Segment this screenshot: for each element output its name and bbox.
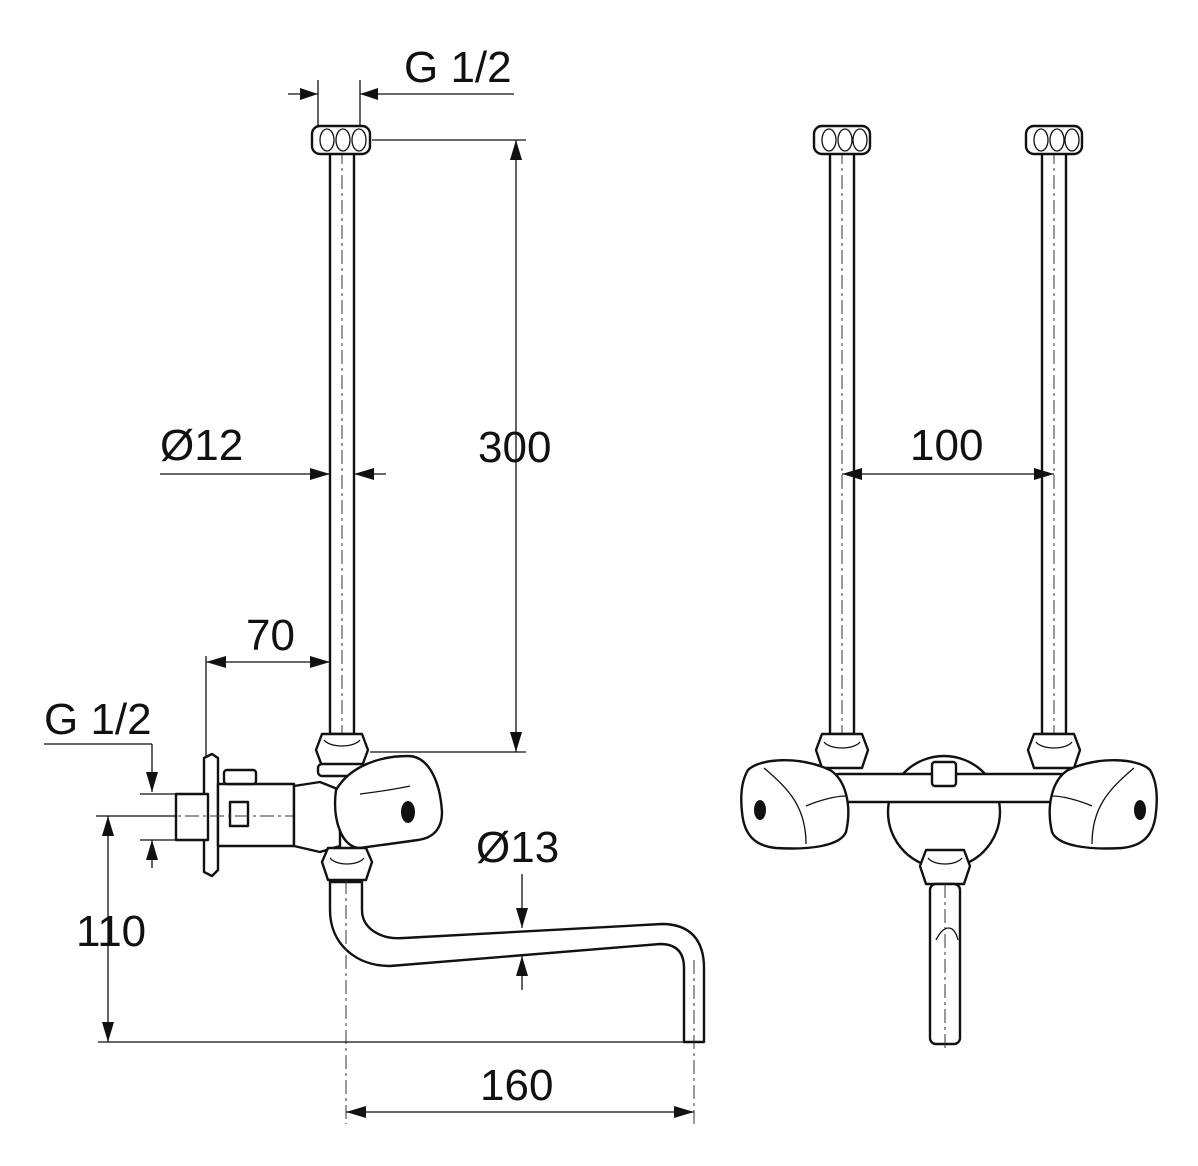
dim-spout-reach: 160 <box>346 1061 694 1118</box>
valve-body <box>292 780 342 854</box>
top-nut <box>310 124 372 156</box>
dim-tube-spacing: 100 <box>842 421 1054 480</box>
front-right-tube <box>1024 124 1084 770</box>
wall-flange <box>202 752 220 878</box>
dim-spout-diameter: Ø13 <box>476 823 559 990</box>
handle-indicator-dot <box>401 801 415 823</box>
front-body <box>832 760 1068 804</box>
dim-top-thread-label: G 1/2 <box>404 43 512 92</box>
front-left-tube <box>812 124 872 770</box>
dim-spout-height-label: 110 <box>76 907 146 956</box>
dim-tube-height-label: 300 <box>478 423 551 472</box>
dim-tube-diameter-label: Ø12 <box>160 421 243 470</box>
front-left-handle-dot <box>754 800 766 820</box>
dim-tube-height: 300 <box>370 139 551 753</box>
dim-wall-offset: 70 <box>205 611 330 756</box>
dim-spout-reach-label: 160 <box>480 1061 553 1110</box>
dim-tube-spacing-label: 100 <box>910 421 983 470</box>
side-view: G 1/2 300 Ø12 70 <box>44 43 706 1124</box>
front-view: 100 <box>740 124 1158 1050</box>
dim-spout-diameter-label: Ø13 <box>476 823 559 872</box>
lower-union-nut <box>320 846 374 882</box>
dim-tube-diameter: Ø12 <box>160 421 386 480</box>
dim-wall-offset-label: 70 <box>246 611 295 660</box>
supply-tube <box>328 150 356 740</box>
handle <box>333 754 444 850</box>
front-left-handle <box>740 759 850 850</box>
front-spout <box>918 848 972 1050</box>
front-right-handle <box>1048 759 1158 850</box>
dim-top-thread: G 1/2 <box>288 43 514 126</box>
front-right-handle-dot <box>1134 800 1146 820</box>
dim-inlet-thread: G 1/2 <box>44 695 176 868</box>
dim-spout-height: 110 <box>76 815 694 1043</box>
dim-inlet-thread-label: G 1/2 <box>44 695 152 744</box>
